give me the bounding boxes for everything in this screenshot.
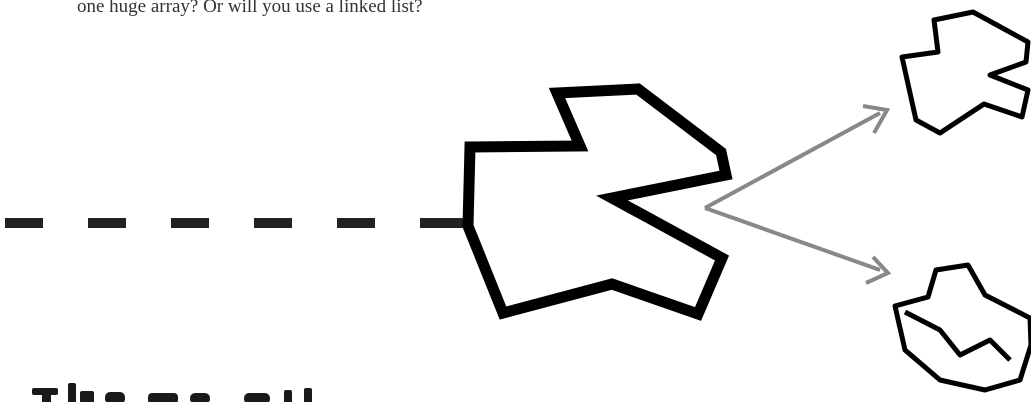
- arrow-down-head: [865, 255, 892, 285]
- small-asteroid-icon-top: [899, 9, 1031, 136]
- arrow-up-head: [862, 104, 891, 134]
- main-asteroid-icon: [462, 83, 733, 321]
- trajectory-dash: [88, 218, 126, 228]
- trajectory-dash: [171, 218, 209, 228]
- trajectory-dash: [337, 218, 375, 228]
- heading-fragment: [32, 383, 312, 402]
- trajectory-dash: [254, 218, 292, 228]
- arrow-down-line: [704, 206, 881, 272]
- arrow-up-line: [704, 111, 881, 210]
- trajectory-dash: [5, 218, 43, 228]
- dashed-trajectory: [5, 218, 465, 228]
- intro-text: one huge array? Or will you use a linked…: [77, 0, 423, 17]
- small-asteroid-icon-bottom: [892, 262, 1031, 393]
- trajectory-dash: [420, 218, 465, 228]
- small-asteroid-detail: [903, 309, 1012, 362]
- split-arrows: [704, 104, 892, 285]
